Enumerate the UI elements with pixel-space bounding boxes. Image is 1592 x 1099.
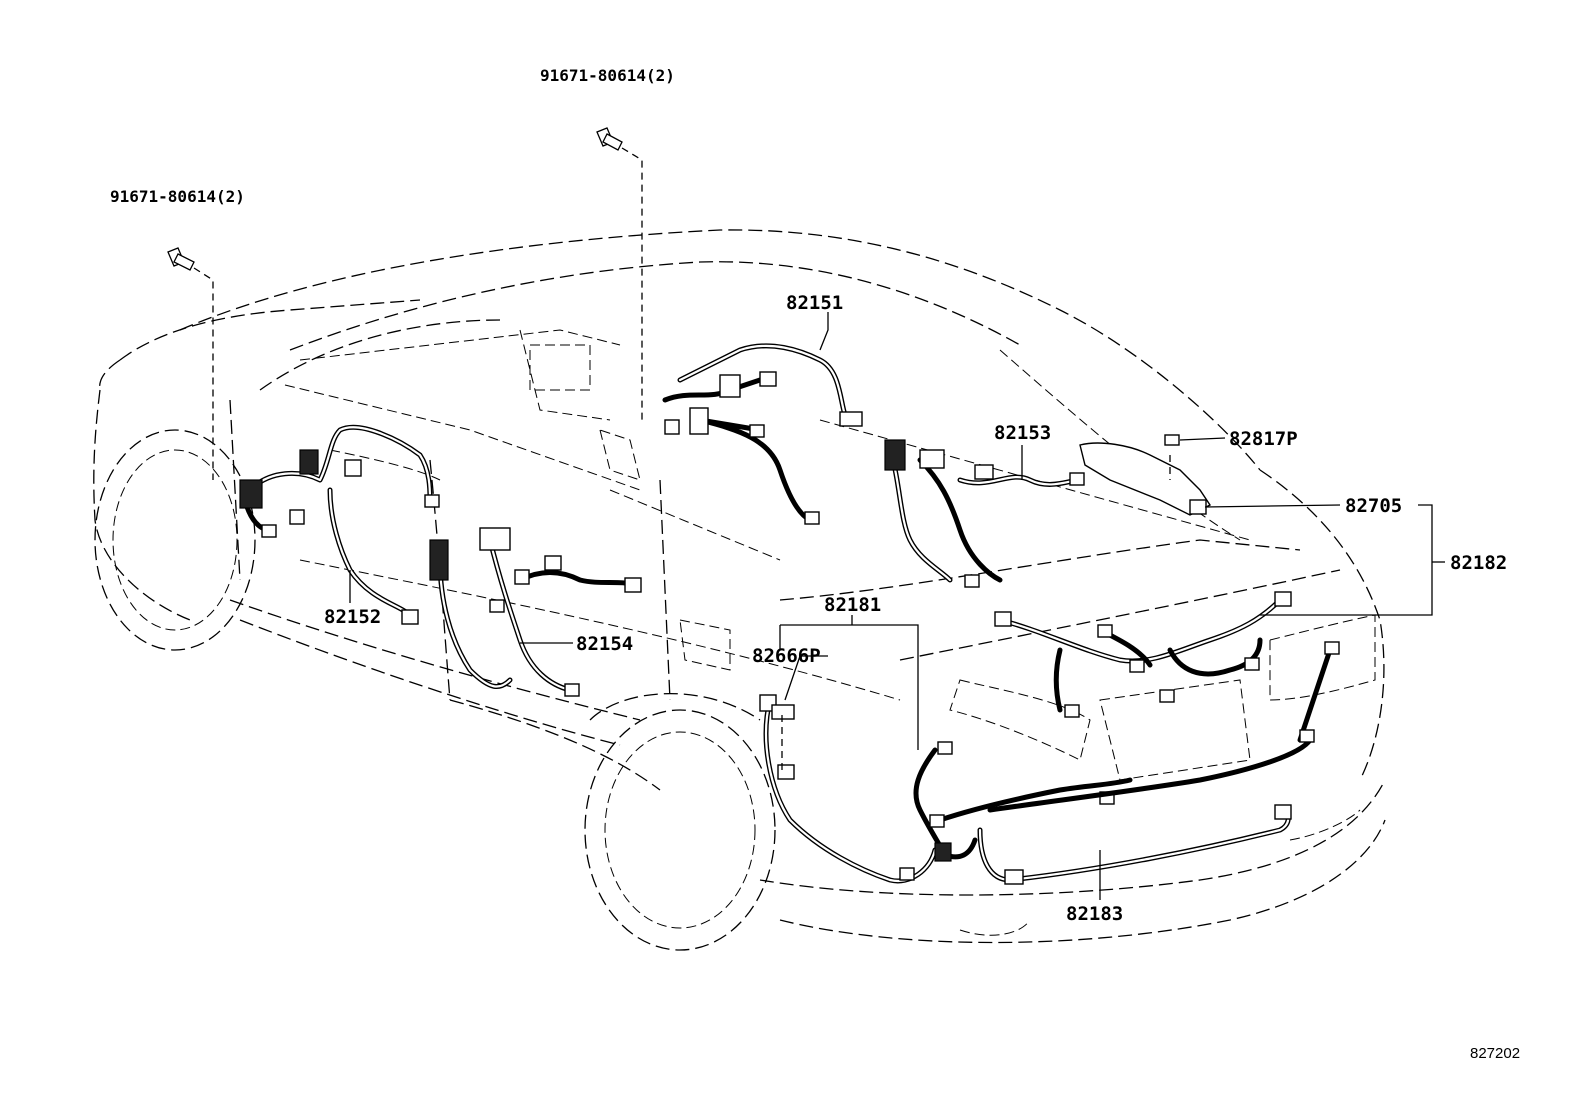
antenna-module-82705 (1079, 434, 1212, 516)
car-body-outline (93, 229, 1386, 951)
label-82182: 82182 (1450, 552, 1507, 574)
harness-82154 (429, 527, 642, 697)
label-82666P: 82666P (752, 645, 821, 667)
label-82153: 82153 (994, 422, 1051, 444)
harness-82183 (977, 729, 1315, 885)
harness-82152 (239, 424, 440, 625)
label-82154: 82154 (576, 633, 633, 655)
label-82705: 82705 (1345, 495, 1402, 517)
bolt-front-icon (167, 247, 214, 480)
bolt-top-icon (596, 127, 643, 420)
harness-82182 (994, 591, 1340, 743)
label-82181: 82181 (824, 594, 881, 616)
figure-number: 827202 (1470, 1045, 1520, 1062)
harness-82153 (884, 439, 1085, 588)
label-82817P: 82817P (1229, 428, 1298, 450)
label-82183: 82183 (1066, 903, 1123, 925)
harness-82151 (662, 343, 863, 525)
leader-lines (349, 312, 1445, 900)
label-bolt-top: 91671-80614(2) (540, 66, 675, 85)
harness-82181 (759, 694, 1133, 884)
label-bolt-front: 91671-80614(2) (110, 187, 245, 206)
label-82151: 82151 (786, 292, 843, 314)
label-82152: 82152 (324, 606, 381, 628)
callout-labels: 91671-80614(2) 91671-80614(2) 82151 8215… (110, 66, 1520, 1062)
